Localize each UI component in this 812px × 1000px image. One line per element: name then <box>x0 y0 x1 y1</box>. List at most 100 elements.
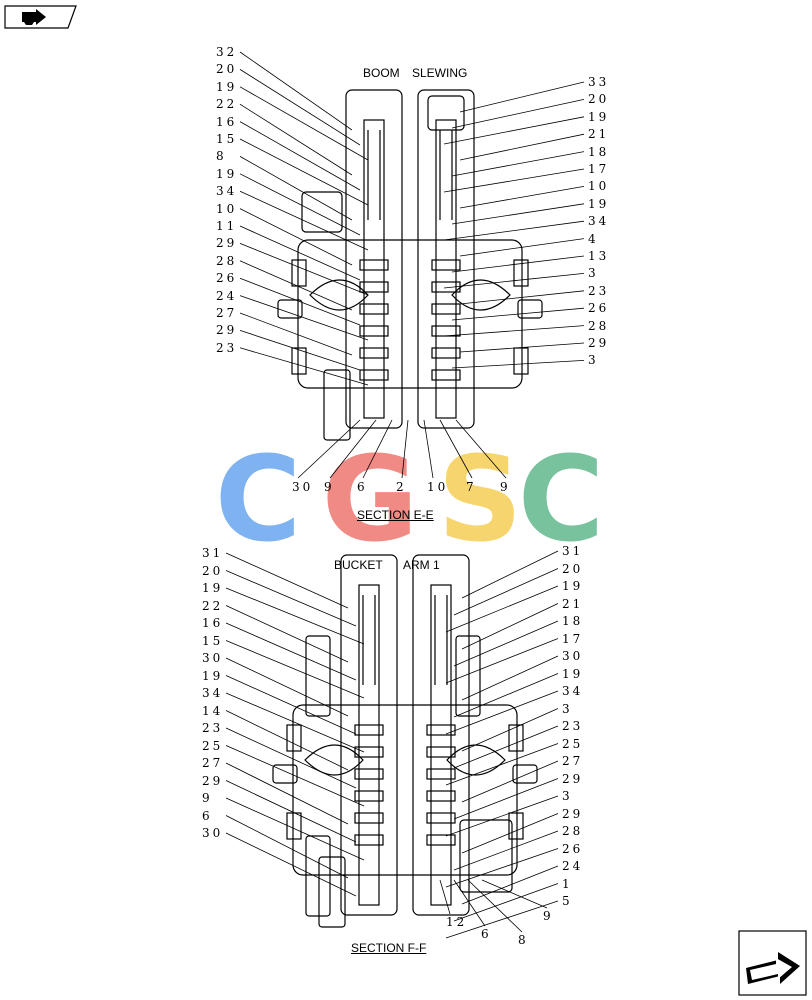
leader-line <box>225 815 349 879</box>
check-valve <box>455 635 481 717</box>
leader-line <box>451 203 585 225</box>
leader-line <box>445 638 559 684</box>
leader-line <box>225 797 365 861</box>
bot_l-callout: 30 <box>202 826 224 840</box>
top_r-callout: 3 <box>588 266 599 281</box>
bot_r-callout: 18 <box>562 614 584 628</box>
top_r-callout: 33 <box>588 75 610 89</box>
watermark-letter: G <box>322 430 419 568</box>
leader-line <box>461 708 559 752</box>
bottom-bottom-callout: 12 <box>446 915 468 929</box>
top_l-callout: 23 <box>216 340 238 355</box>
bot_r-callout: 34 <box>562 684 584 698</box>
leader-line <box>459 186 585 209</box>
bot_l-callout: 9 <box>202 791 213 805</box>
leader-line <box>453 568 559 616</box>
leader-line <box>225 622 357 681</box>
leader-line <box>225 675 357 735</box>
top_r-callout: 10 <box>588 179 610 194</box>
bottom-bottom-callout: 8 <box>518 933 529 947</box>
leader-line <box>481 879 548 909</box>
slewing-heading: SLEWING <box>412 66 468 80</box>
leader-line <box>461 813 559 854</box>
bot_r-callout: 19 <box>562 666 584 681</box>
side-valve <box>301 191 343 233</box>
book-arrow-icon[interactable] <box>4 4 78 30</box>
bot_r-callout: 17 <box>562 631 584 646</box>
leader-line <box>225 640 365 699</box>
top_l-callout: 8 <box>216 149 227 164</box>
bot_l-callout: 22 <box>202 598 224 613</box>
watermark-letter: S <box>438 430 523 568</box>
arm1-heading: ARM 1 <box>403 558 440 572</box>
leader-line <box>461 760 559 803</box>
bot_r-callout: 21 <box>562 596 584 611</box>
leader-line <box>239 51 353 131</box>
bot_l-callout: 27 <box>202 756 224 770</box>
top-bottom-callout: 2 <box>396 480 407 494</box>
leader-line <box>443 325 585 337</box>
bot_l-callout: 14 <box>202 703 224 718</box>
top_l-callout: 24 <box>216 288 238 303</box>
top_r-callout: 19 <box>588 196 610 211</box>
leader-line <box>225 762 349 825</box>
top-bottom-callout: 9 <box>324 480 335 494</box>
top_l-callout: 34 <box>216 184 238 199</box>
leader-line <box>439 879 451 915</box>
top_r-callout: 18 <box>588 144 610 159</box>
leader-line <box>225 710 349 771</box>
valve-body <box>272 554 538 928</box>
leader-line <box>239 312 353 356</box>
section-e-e-title: SECTION E-E <box>357 508 434 522</box>
bot_r-callout: 3 <box>562 789 573 803</box>
bot_l-callout: 6 <box>202 808 213 823</box>
leader-line <box>459 342 585 353</box>
leader-line <box>225 780 357 843</box>
top-bottom-callout: 9 <box>500 480 511 494</box>
next-page-arrow-icon[interactable] <box>738 930 808 996</box>
leader-line <box>455 419 507 479</box>
leader-line <box>297 419 361 479</box>
leader-line <box>459 133 585 161</box>
bot_l-callout: 25 <box>202 738 224 753</box>
bottom-bottom-callout: 6 <box>481 927 492 941</box>
leader-line <box>451 360 585 369</box>
bot_r-callout: 19 <box>562 579 584 593</box>
top_r-callout: 17 <box>588 162 610 176</box>
leader-line <box>453 620 559 667</box>
bot_r-callout: 31 <box>562 544 584 558</box>
bot_l-callout: 30 <box>202 651 224 665</box>
leader-line <box>239 225 361 281</box>
top_l-callout: 19 <box>216 166 238 181</box>
top-bottom-callout: 30 <box>292 480 314 494</box>
leader-line <box>443 116 585 145</box>
top_r-callout: 34 <box>588 214 610 229</box>
leader-line <box>451 151 585 177</box>
boom-heading: BOOM <box>363 66 400 80</box>
leader-line <box>451 255 585 273</box>
leader-line <box>453 778 559 820</box>
top_r-callout: 21 <box>588 127 610 142</box>
bottom-bottom-callout: 9 <box>543 909 554 923</box>
leader-line <box>445 743 559 786</box>
side-valve <box>459 819 513 893</box>
leader-line <box>225 605 349 663</box>
top-bottom-callout: 7 <box>466 480 477 494</box>
leader-line <box>445 690 559 735</box>
bot_r-callout: 26 <box>562 841 584 856</box>
bot_r-callout: 1 <box>562 876 573 891</box>
leader-line <box>445 848 559 888</box>
top_r-callout: 4 <box>588 231 599 246</box>
watermark-letter: C <box>518 430 605 568</box>
bot_l-callout: 16 <box>202 616 224 630</box>
leader-line <box>423 419 434 479</box>
leader-line <box>459 81 585 113</box>
leader-line <box>401 419 409 479</box>
bot_r-callout: 28 <box>562 824 584 838</box>
leader-line <box>461 865 559 905</box>
cap <box>427 95 465 131</box>
leader-line <box>453 725 559 769</box>
bot_l-callout: 15 <box>202 633 224 648</box>
leader-line <box>461 655 559 701</box>
